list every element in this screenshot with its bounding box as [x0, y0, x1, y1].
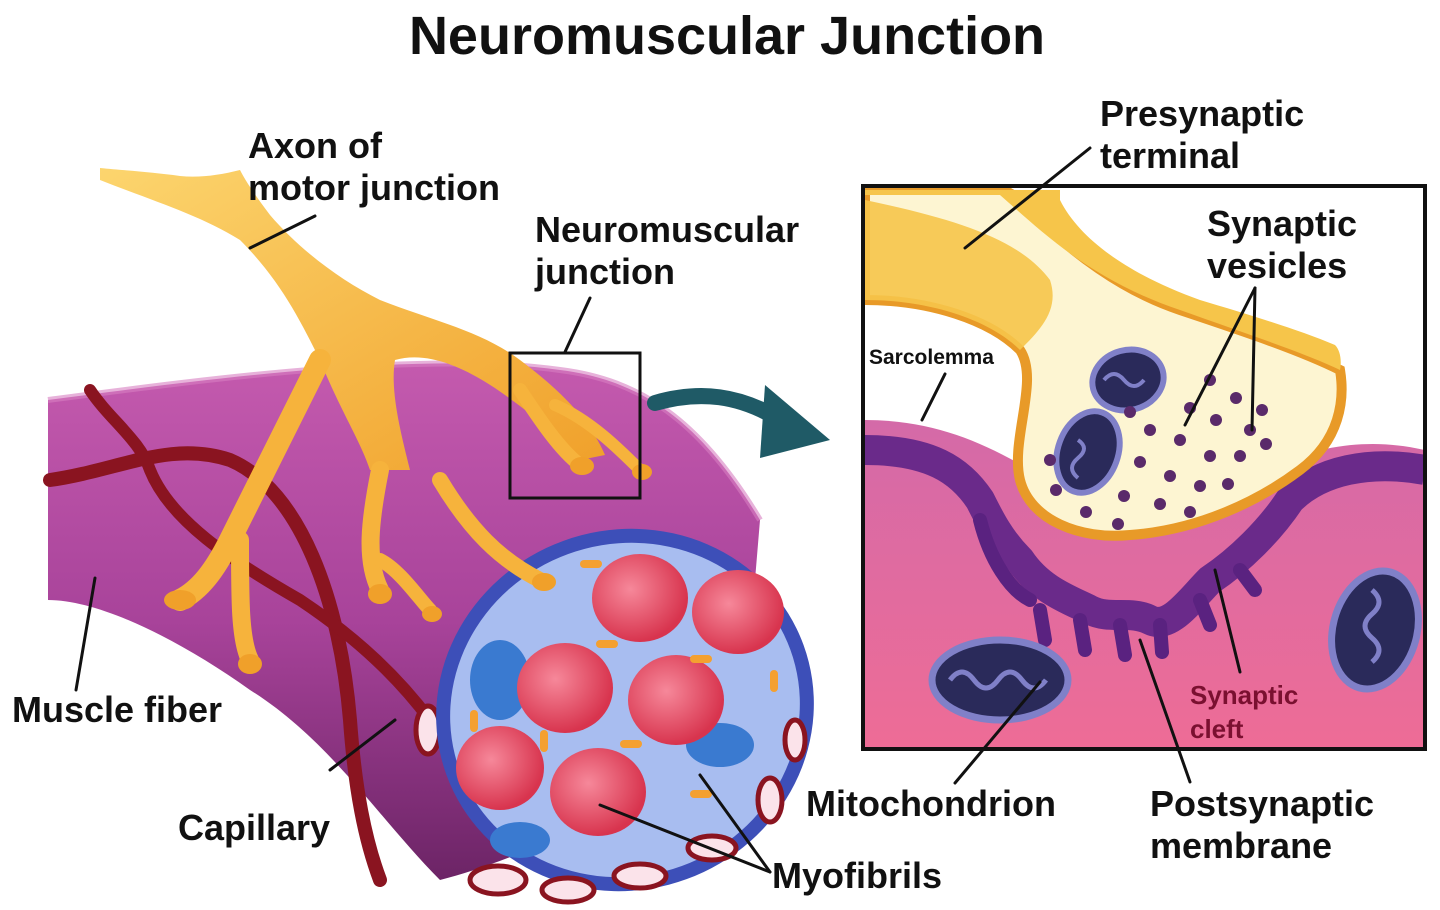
leader-lines [74, 146, 1257, 874]
motor-axon [100, 168, 652, 674]
label-myofibrils: Myofibrils [772, 855, 942, 896]
label-muscle-fiber: Muscle fiber [12, 689, 222, 730]
label-vesicles-line1: Synaptic [1207, 203, 1357, 244]
label-postsynaptic-line1: Postsynaptic [1150, 783, 1374, 824]
curved-arrow-icon [647, 385, 830, 458]
label-nmj-line1: Neuromuscular [535, 209, 799, 250]
label-cleft-line2: cleft [1190, 714, 1244, 744]
label-vesicles-line2: vesicles [1207, 245, 1347, 286]
label-postsynaptic-line2: membrane [1150, 825, 1332, 866]
label-presynaptic-line1: Presynaptic [1100, 93, 1304, 134]
label-mitochondrion: Mitochondrion [806, 783, 1056, 824]
junction-focus-box [508, 351, 642, 500]
myofibril [692, 570, 784, 654]
myofibril [592, 554, 688, 642]
myofibril [628, 655, 724, 745]
diagram-title: Neuromuscular Junction [409, 6, 1045, 66]
label-nmj-line2: junction [534, 251, 675, 292]
label-axon-line1: Axon of [248, 125, 383, 166]
synaptic-vesicles-dots [1044, 374, 1272, 530]
myofibril [517, 643, 613, 733]
label-axon-line2: motor junction [248, 167, 500, 208]
label-presynaptic-line2: terminal [1100, 135, 1240, 176]
mitochondrion [1328, 567, 1422, 693]
myofibril [456, 726, 544, 810]
myofibril [550, 748, 646, 836]
enlarged-junction-panel [861, 184, 1427, 751]
label-capillary: Capillary [178, 807, 330, 848]
label-sarcolemma: Sarcolemma [869, 346, 994, 369]
label-cleft-line1: Synaptic [1190, 680, 1298, 710]
